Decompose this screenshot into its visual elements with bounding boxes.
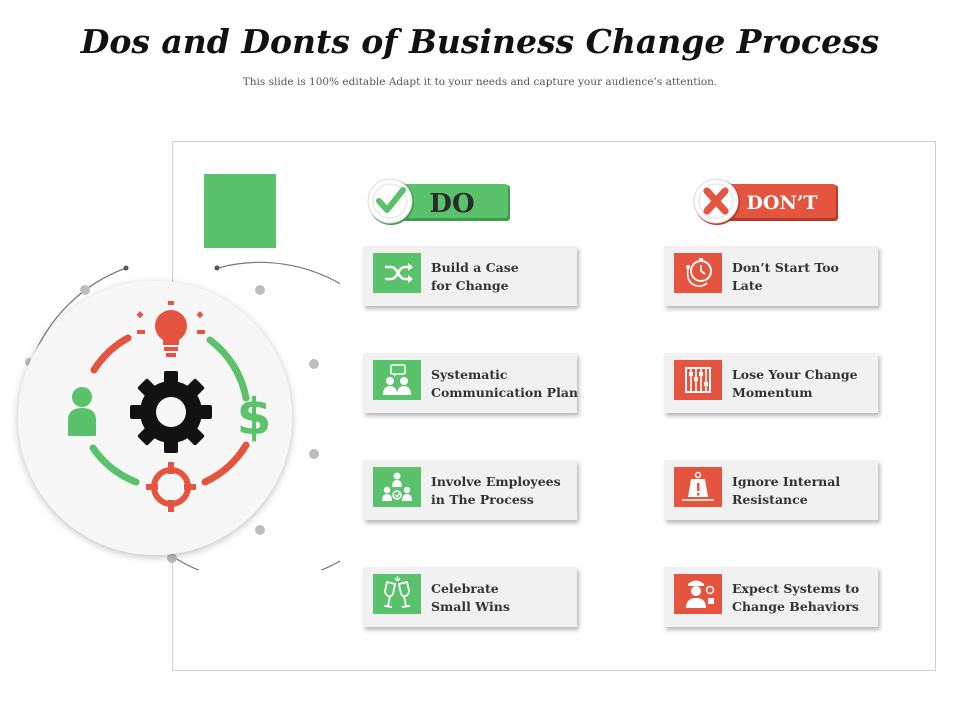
do-badge: DO — [367, 178, 510, 225]
orbit-dot — [123, 265, 129, 271]
card-label: for Change — [431, 278, 509, 293]
target-icon — [146, 462, 196, 512]
ring-arc-green — [89, 444, 140, 486]
business-cycle-diagram: $ — [18, 261, 340, 570]
x-icon — [703, 187, 729, 215]
card-label: Don’t Start Too — [732, 260, 839, 275]
cheers-icon — [383, 576, 411, 608]
card-label: Systematic — [431, 367, 508, 382]
card-label: Communication Plan — [431, 385, 579, 400]
orbit-dot — [214, 265, 220, 271]
card-label: Expect Systems to — [732, 581, 860, 596]
do-badge-label: DO — [429, 189, 474, 219]
dont-card-ignore-resistance: Ignore Internal Resistance — [664, 460, 878, 520]
card-label: Involve Employees — [431, 474, 561, 489]
card-label: Build a Case — [431, 260, 519, 275]
orbit-dot — [255, 525, 265, 535]
person-icon — [68, 387, 96, 436]
card-label: Momentum — [732, 385, 813, 400]
do-card-communication-plan: Systematic Communication Plan — [363, 353, 579, 413]
team-icon — [382, 472, 412, 501]
abacus-icon — [685, 367, 711, 393]
do-card-celebrate: Celebrate Small Wins — [363, 567, 577, 627]
card-label: Late — [732, 278, 763, 293]
page-subtitle: This slide is 100% editable Adapt it to … — [242, 76, 718, 88]
check-icon — [376, 187, 406, 213]
card-label: Ignore Internal — [732, 474, 841, 489]
dont-card-expect-systems: Expect Systems to Change Behaviors — [664, 567, 878, 627]
card-label: in The Process — [431, 492, 534, 507]
stopwatch-icon — [686, 258, 712, 287]
card-label: Small Wins — [431, 599, 510, 614]
chat-group-icon — [383, 364, 411, 395]
orbit-dot — [255, 285, 265, 295]
ring-arc-red — [90, 334, 132, 374]
page-title: Dos and Donts of Business Change Process — [80, 22, 880, 61]
dont-badge-label: DON’T — [746, 192, 817, 214]
ring-arc-green — [206, 336, 250, 402]
card-label: Resistance — [732, 492, 808, 507]
ring-arc-red — [201, 441, 250, 486]
orbit-arc — [171, 261, 340, 570]
orbit-dot — [309, 449, 319, 459]
card-label: Change Behaviors — [732, 599, 859, 614]
dont-card-lose-momentum: Lose Your Change Momentum — [664, 353, 878, 413]
card-label: Celebrate — [431, 581, 499, 596]
orbit-dot — [80, 285, 90, 295]
green-square-decoration — [204, 174, 276, 248]
orbit-dot — [167, 553, 177, 563]
warning-weight-icon — [682, 471, 714, 501]
card-label: Lose Your Change — [732, 367, 858, 382]
orbit-arc-left — [31, 267, 127, 361]
dollar-icon: $ — [237, 388, 272, 446]
do-card-involve-employees: Involve Employees in The Process — [363, 460, 577, 520]
dont-badge: DON’T — [693, 178, 838, 225]
dont-card-start-late: Don’t Start Too Late — [664, 246, 878, 306]
gear-icon — [130, 371, 212, 453]
do-card-build-case: Build a Case for Change — [363, 246, 577, 306]
worker-icon — [686, 580, 715, 608]
orbit-dot — [309, 359, 319, 369]
shuffle-icon — [385, 263, 413, 283]
